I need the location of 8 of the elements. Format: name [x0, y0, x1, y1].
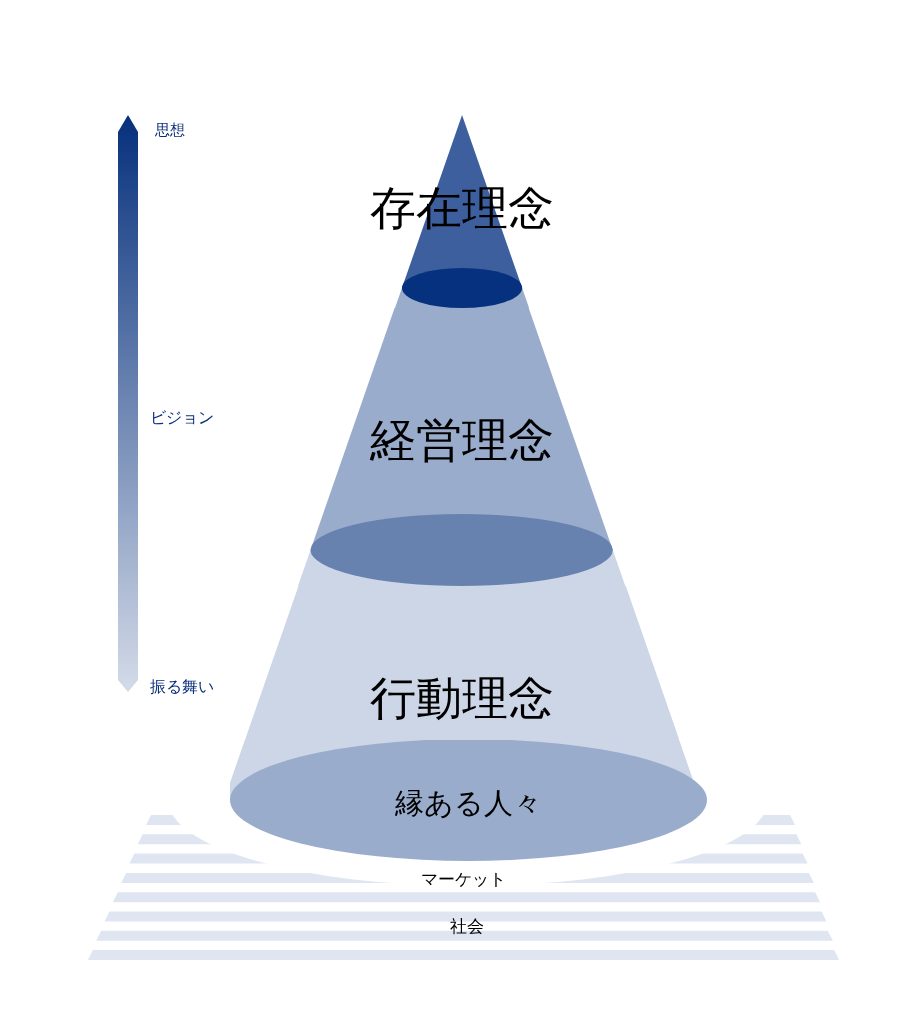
- tier-title: 縁ある人々: [395, 785, 542, 822]
- ground-label: 社会: [450, 915, 484, 938]
- scale-label: ビジョン: [150, 408, 214, 429]
- tier-title: 行動理念: [370, 670, 554, 727]
- ground-label: マーケット: [421, 868, 506, 891]
- scale-label: 振る舞い: [150, 677, 214, 698]
- scale-label: 思想: [155, 121, 185, 140]
- tier-title: 経営理念: [370, 412, 554, 469]
